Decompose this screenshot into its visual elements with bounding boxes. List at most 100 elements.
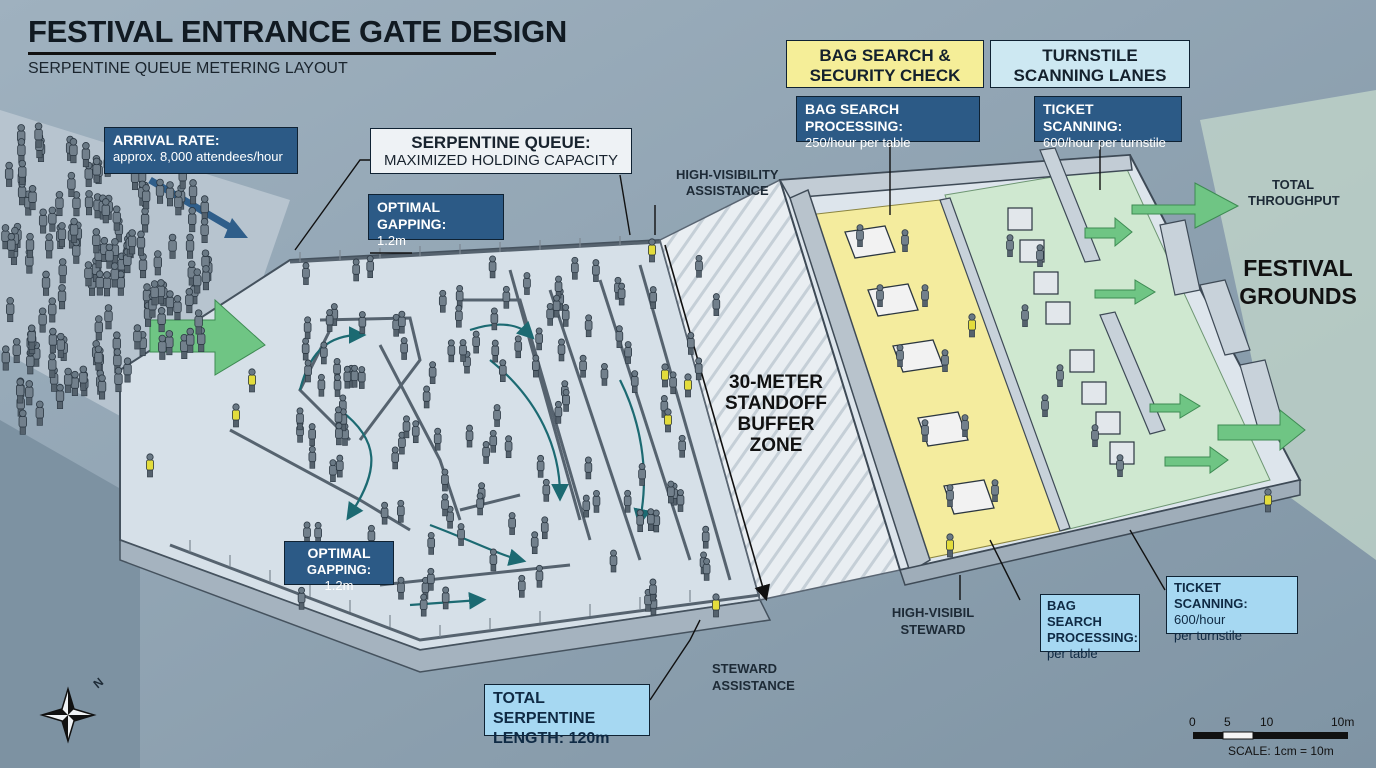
crowd-person bbox=[92, 157, 101, 183]
gapping-bottom-key: GAPPING: bbox=[306, 562, 372, 577]
queued-person bbox=[540, 516, 549, 540]
crowd-person bbox=[25, 380, 34, 406]
crowd-person bbox=[70, 370, 80, 396]
scale-tick-10: 10 bbox=[1260, 715, 1274, 729]
crowd-person bbox=[92, 228, 101, 254]
queued-person bbox=[552, 294, 561, 318]
crowd-person bbox=[28, 185, 37, 211]
crowd-person bbox=[16, 378, 25, 404]
hv-steward-line1: HIGH-VISIBIL bbox=[891, 605, 975, 620]
queued-person bbox=[617, 282, 626, 306]
queued-person bbox=[582, 494, 591, 518]
throughput-line2: THROUGHPUT bbox=[1248, 193, 1340, 208]
queued-person bbox=[308, 423, 316, 446]
queued-person bbox=[561, 303, 570, 327]
queued-person bbox=[592, 489, 601, 513]
crowd-person bbox=[104, 304, 113, 330]
queued-person bbox=[297, 586, 306, 610]
crowd-person bbox=[94, 345, 103, 371]
serpentine-queue-body: MAXIMIZED HOLDING CAPACITY bbox=[384, 152, 618, 169]
buffer-line4: ZONE bbox=[749, 435, 803, 456]
arrival-rate-value: approx. 8,000 attendees/hour bbox=[113, 149, 283, 164]
steward bbox=[231, 403, 240, 428]
queued-person bbox=[579, 354, 587, 378]
serpentine-queue-label: SERPENTINE QUEUE: MAXIMIZED HOLDING CAPA… bbox=[370, 128, 632, 174]
crowd-person bbox=[165, 330, 174, 356]
crowd-person bbox=[174, 190, 183, 216]
right-light-area bbox=[1200, 90, 1376, 560]
crowd-person bbox=[1, 345, 10, 371]
queued-person bbox=[380, 501, 389, 525]
crowd-person bbox=[158, 334, 167, 360]
hv-steward-line2: STEWARD bbox=[900, 622, 966, 637]
building-back-wall bbox=[778, 154, 1133, 199]
queued-person bbox=[542, 478, 551, 502]
queued-person bbox=[571, 256, 579, 280]
queued-person bbox=[329, 459, 337, 482]
bag-bottom-line1: BAG SEARCH bbox=[1047, 598, 1102, 629]
security-person bbox=[896, 344, 904, 367]
queued-person bbox=[335, 454, 344, 478]
crowd-person bbox=[138, 253, 148, 279]
crowd-person bbox=[165, 181, 175, 207]
queued-person bbox=[427, 531, 436, 555]
queued-person bbox=[358, 311, 367, 334]
buffer-zone-label: 30-METER STANDOFF BUFFER ZONE bbox=[718, 372, 834, 456]
crowd-person bbox=[48, 297, 57, 323]
crowd-person bbox=[133, 324, 142, 350]
queued-person bbox=[649, 286, 658, 309]
bag-header-line1: BAG SEARCH & bbox=[819, 46, 951, 65]
crowd-person bbox=[136, 230, 146, 256]
scale-caption: SCALE: 1cm = 10m bbox=[1228, 744, 1334, 758]
queued-person bbox=[317, 373, 326, 397]
ticket-bottom-title: TICKET SCANNING: bbox=[1174, 580, 1248, 611]
steward bbox=[946, 533, 955, 558]
crowd-person bbox=[17, 138, 26, 164]
queued-person bbox=[320, 341, 328, 365]
security-person bbox=[1056, 364, 1064, 387]
ticket-top-value: 600/hour per turnstile bbox=[1043, 135, 1166, 150]
queued-person bbox=[465, 424, 474, 448]
queue-floor-edge bbox=[119, 538, 772, 673]
crowd-person bbox=[67, 171, 76, 197]
crowd-person bbox=[27, 324, 36, 350]
compass-rose bbox=[39, 686, 97, 744]
queued-person bbox=[554, 275, 563, 299]
crowd-person bbox=[35, 400, 44, 426]
security-person bbox=[921, 284, 929, 307]
queued-person bbox=[455, 304, 463, 328]
crowd-person bbox=[110, 262, 119, 288]
queued-person bbox=[391, 446, 400, 470]
page-subtitle: SERPENTINE QUEUE METERING LAYOUT bbox=[28, 60, 348, 77]
queued-person bbox=[335, 422, 343, 446]
steward bbox=[145, 453, 154, 478]
security-person bbox=[946, 484, 954, 507]
ticket-scanning-bottom-label: TICKET SCANNING: 600/hour per turnstile bbox=[1166, 576, 1298, 643]
crowd-person bbox=[188, 207, 197, 233]
gapping-bottom-line1: OPTIMAL bbox=[307, 545, 371, 561]
queued-person bbox=[402, 415, 411, 439]
bag-processing-bottom-label: BAG SEARCH PROCESSING: per table bbox=[1040, 594, 1140, 661]
scale-bar bbox=[1193, 731, 1348, 740]
buffer-line2: STANDOFF bbox=[724, 393, 828, 414]
queued-person bbox=[419, 593, 428, 617]
crowd-person bbox=[123, 357, 132, 383]
turnstile-header-line1: TURNSTILE bbox=[1042, 46, 1138, 65]
queued-person bbox=[476, 492, 484, 516]
crowd-person bbox=[7, 232, 16, 258]
queued-person bbox=[609, 549, 618, 573]
bag-bottom-line3: per table bbox=[1047, 646, 1098, 661]
queued-person bbox=[352, 258, 360, 282]
queued-person bbox=[398, 310, 406, 334]
steward bbox=[968, 313, 977, 338]
crowd-person bbox=[63, 367, 73, 393]
queued-person bbox=[646, 508, 655, 531]
queued-person bbox=[630, 370, 639, 393]
steward bbox=[648, 238, 657, 263]
optimal-gapping-bottom-label: OPTIMAL GAPPING: 1.2m bbox=[284, 541, 394, 593]
queued-person bbox=[530, 531, 539, 555]
serpentine-queue-title: SERPENTINE QUEUE: bbox=[411, 133, 591, 152]
queued-person bbox=[557, 338, 566, 362]
bag-processing-top-label: BAG SEARCH PROCESSING: 250/hour per tabl… bbox=[796, 96, 980, 150]
